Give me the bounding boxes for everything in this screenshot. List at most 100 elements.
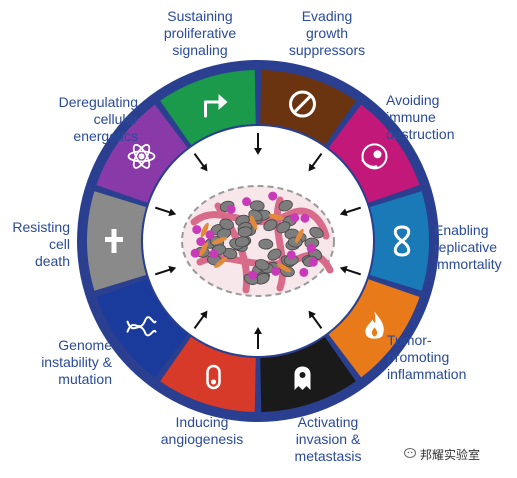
- label-line: growth: [305, 25, 349, 41]
- tumor-cell: [258, 238, 274, 250]
- label-line: immortality: [434, 256, 502, 272]
- label-line: cell: [48, 236, 70, 252]
- tumor-cell: [254, 259, 270, 271]
- dna-icon: [126, 316, 157, 337]
- atom-icon: [127, 143, 156, 169]
- label-line: death: [34, 253, 70, 269]
- fibroblast: [199, 242, 209, 257]
- immune-cell: [299, 267, 309, 277]
- immune-cell: [300, 213, 310, 223]
- immune-cell: [271, 266, 281, 276]
- flame-icon: [365, 311, 384, 339]
- label-line: Deregulating: [58, 94, 138, 110]
- label-line: Activating: [297, 414, 359, 430]
- label-line: Genome: [58, 337, 112, 353]
- tumor-cell: [309, 226, 324, 239]
- arrow-head: [200, 163, 208, 172]
- label-line: promoting: [387, 349, 450, 365]
- label-line: immune: [386, 109, 436, 125]
- label-line: Enabling: [434, 222, 489, 238]
- cross-icon: [105, 229, 123, 253]
- watermark-text: 邦耀实验室: [420, 448, 481, 462]
- arrow-head: [339, 208, 348, 217]
- arrow-head: [254, 148, 262, 155]
- tumor-cell: [276, 221, 291, 234]
- label-line: destruction: [386, 126, 455, 142]
- tumor-mass: [181, 185, 335, 297]
- label-line: instability &: [41, 354, 112, 370]
- label-line: Evading: [301, 8, 353, 24]
- fibroblast: [295, 228, 304, 244]
- label-line: Avoiding: [386, 92, 440, 108]
- fibroblast: [249, 215, 258, 230]
- inward-arrow: [343, 206, 362, 215]
- label-line: metastasis: [294, 448, 362, 464]
- label-line: angiogenesis: [160, 431, 244, 447]
- immune-cell-icon: [361, 143, 388, 170]
- inward-arrow: [310, 313, 323, 329]
- label-line: signaling: [172, 42, 228, 58]
- fibroblast: [211, 236, 227, 245]
- tumor-cell: [249, 200, 265, 212]
- label-line: suppressors: [288, 42, 366, 58]
- immune-cell: [290, 213, 300, 223]
- arrow-icon: [204, 94, 228, 118]
- arrow-head: [308, 163, 316, 172]
- immune-cell: [306, 243, 316, 253]
- label-line: invasion &: [295, 431, 361, 447]
- fibroblast: [214, 257, 228, 268]
- label-line: Inducing: [175, 414, 229, 430]
- inward-arrow: [310, 153, 323, 169]
- arrow-head: [339, 265, 348, 274]
- infinity-icon: [393, 225, 411, 257]
- tumor-cell: [267, 248, 282, 261]
- label-line: replicative: [434, 239, 498, 255]
- label-line: cellular: [93, 111, 138, 127]
- arrow-head: [254, 327, 262, 334]
- immune-cell: [190, 248, 200, 258]
- tumor-cell: [278, 199, 293, 212]
- tumor-cell: [237, 226, 253, 238]
- label-line: inflammation: [387, 366, 467, 382]
- vessel-icon: [206, 364, 221, 390]
- label-line: mutation: [58, 371, 112, 387]
- immune-cell: [248, 270, 258, 280]
- label-line: Tumor-: [387, 332, 432, 348]
- arrow-head: [168, 265, 177, 274]
- immune-cell: [268, 191, 278, 201]
- prohibition-icon: [288, 90, 316, 118]
- immune-cell: [308, 257, 318, 267]
- immune-cell: [209, 249, 219, 259]
- segment-evading: [260, 70, 356, 146]
- arrow-head: [168, 208, 177, 217]
- label-line: energetics: [73, 128, 138, 144]
- ghost-cell-icon: [294, 366, 311, 390]
- fibroblast: [200, 222, 209, 238]
- fibroblast: [276, 263, 291, 273]
- arrow-head: [308, 310, 316, 319]
- label-line: Sustaining: [167, 8, 233, 24]
- segment-sustaining: [160, 70, 256, 146]
- tumor-cell: [219, 218, 234, 230]
- immune-cell: [205, 230, 215, 240]
- arrow-head: [200, 310, 208, 319]
- inward-arrow: [343, 267, 362, 276]
- label-line: Resisting: [12, 219, 70, 235]
- immune-cell: [242, 197, 252, 207]
- tumor-cell: [263, 219, 278, 232]
- label-line: proliferative: [163, 25, 237, 41]
- immune-cell: [196, 237, 206, 247]
- immune-cell: [286, 250, 296, 260]
- fibroblast: [268, 213, 285, 221]
